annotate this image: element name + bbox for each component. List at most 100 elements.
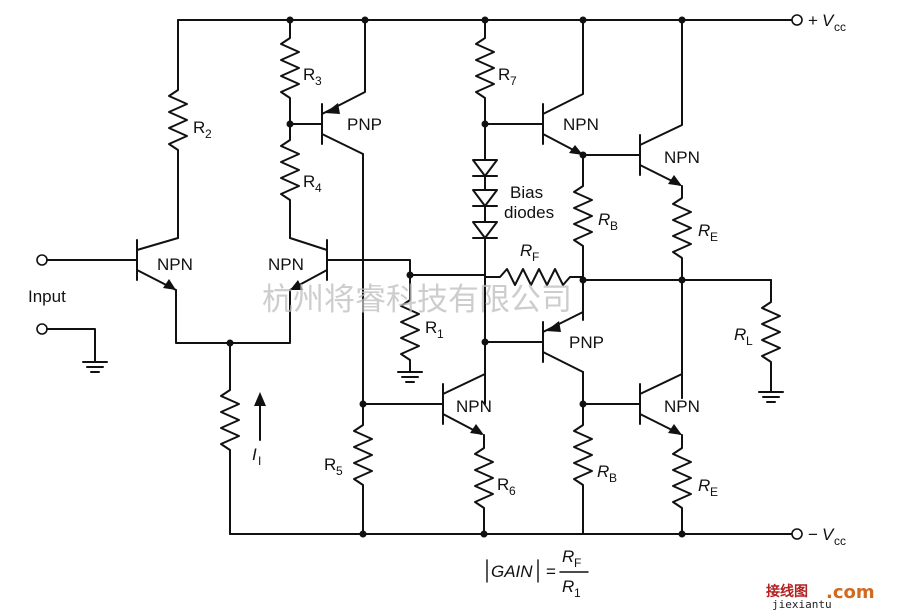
npn-label-output-bottom: NPN [664, 397, 700, 416]
site-logo: 接线图 .com jiexiantu [766, 582, 875, 610]
svg-text:+: + [808, 11, 818, 30]
transistor-npn-bottom-left [362, 341, 486, 435]
svg-text:R: R [562, 547, 574, 566]
svg-text:R: R [324, 455, 336, 474]
emitter-arrow-icon-5 [470, 424, 484, 435]
ground-symbol-load [758, 391, 784, 403]
emitter-arrow-icon-2 [290, 280, 303, 290]
gain-formula: GAIN = R F R 1 [486, 547, 589, 600]
npn-label-bottom-left: NPN [456, 397, 492, 416]
svg-text:R: R [303, 65, 315, 84]
resistor-rb-top [573, 154, 593, 321]
svg-text:F: F [574, 556, 581, 570]
tail-current-source [175, 289, 291, 535]
svg-text:R: R [498, 65, 510, 84]
rail-positive [177, 14, 803, 26]
svg-text:V: V [822, 525, 835, 544]
resistor-r6 [474, 434, 494, 535]
npn-label-left: NPN [157, 255, 193, 274]
svg-text:R: R [303, 172, 315, 191]
junction-dots [226, 16, 686, 538]
emitter-arrow-icon [163, 279, 176, 290]
npn-label-right: NPN [268, 255, 304, 274]
svg-text:R: R [698, 476, 710, 495]
ground-symbol-input [82, 361, 108, 373]
resistor-re-top [672, 185, 692, 399]
svg-text:L: L [746, 334, 753, 348]
svg-text:4: 4 [315, 181, 322, 195]
input-label: Input [28, 287, 66, 306]
svg-text:=: = [546, 562, 556, 581]
svg-text:.com: .com [826, 582, 875, 603]
svg-text:I: I [258, 454, 261, 468]
bias-diodes [472, 149, 498, 405]
svg-text:3: 3 [315, 74, 322, 88]
svg-text:V: V [822, 11, 835, 30]
transistor-npn-driver-top [484, 19, 641, 156]
svg-text:2: 2 [205, 127, 212, 141]
svg-text:1: 1 [437, 327, 444, 341]
resistor-r5 [353, 403, 373, 535]
ground-symbol-r1 [397, 371, 423, 383]
resistor-r2 [168, 19, 188, 239]
output-node [582, 279, 784, 403]
input-terminals [36, 254, 138, 373]
resistor-r4 [280, 123, 300, 239]
svg-text:1: 1 [574, 586, 581, 600]
watermark-text: 杭州将睿科技有限公司 [262, 282, 572, 318]
emitter-arrow-icon-4 [668, 175, 682, 186]
svg-text:E: E [710, 230, 718, 244]
current-arrow-icon [254, 392, 266, 406]
svg-text:F: F [532, 250, 539, 264]
svg-text:R: R [734, 325, 746, 344]
svg-text:cc: cc [834, 534, 846, 548]
transistor-pnp-mid [484, 279, 584, 405]
svg-text:6: 6 [509, 484, 516, 498]
svg-text:R: R [598, 210, 610, 229]
emitter-arrow-icon-3 [569, 145, 583, 155]
svg-text:5: 5 [336, 464, 343, 478]
pnp-label-mid: PNP [569, 333, 604, 352]
svg-text:I: I [252, 445, 257, 464]
bias-label-line1: Bias [510, 183, 543, 202]
svg-text:7: 7 [510, 74, 517, 88]
vcc-negative-terminal[interactable] [791, 528, 803, 540]
svg-text:R: R [520, 241, 532, 260]
svg-text:E: E [710, 485, 718, 499]
transistor-npn-left [136, 237, 179, 291]
transistor-npn-right [289, 237, 411, 291]
svg-text:R: R [425, 318, 437, 337]
resistor-r7 [475, 19, 495, 151]
svg-text:GAIN: GAIN [491, 562, 533, 581]
input-terminal[interactable] [36, 254, 48, 266]
npn-label-driver: NPN [563, 115, 599, 134]
svg-text:−: − [808, 525, 818, 544]
transistor-pnp-top [289, 19, 366, 405]
svg-text:jiexiantu: jiexiantu [772, 598, 832, 610]
resistor-rb-bottom [573, 403, 641, 535]
label-vcc-positive: + V cc [808, 11, 846, 34]
vcc-positive-terminal[interactable] [791, 14, 803, 26]
bias-label-line2: diodes [504, 203, 554, 222]
svg-text:cc: cc [834, 20, 846, 34]
npn-label-output-top: NPN [664, 148, 700, 167]
input-ground-terminal[interactable] [36, 323, 48, 335]
resistor-r3 [280, 19, 300, 125]
resistor-re-bottom [672, 434, 692, 535]
rail-negative [229, 528, 803, 540]
pnp-arrow-icon-2 [546, 321, 561, 332]
svg-text:R: R [698, 221, 710, 240]
svg-text:接线图: 接线图 [766, 583, 808, 600]
